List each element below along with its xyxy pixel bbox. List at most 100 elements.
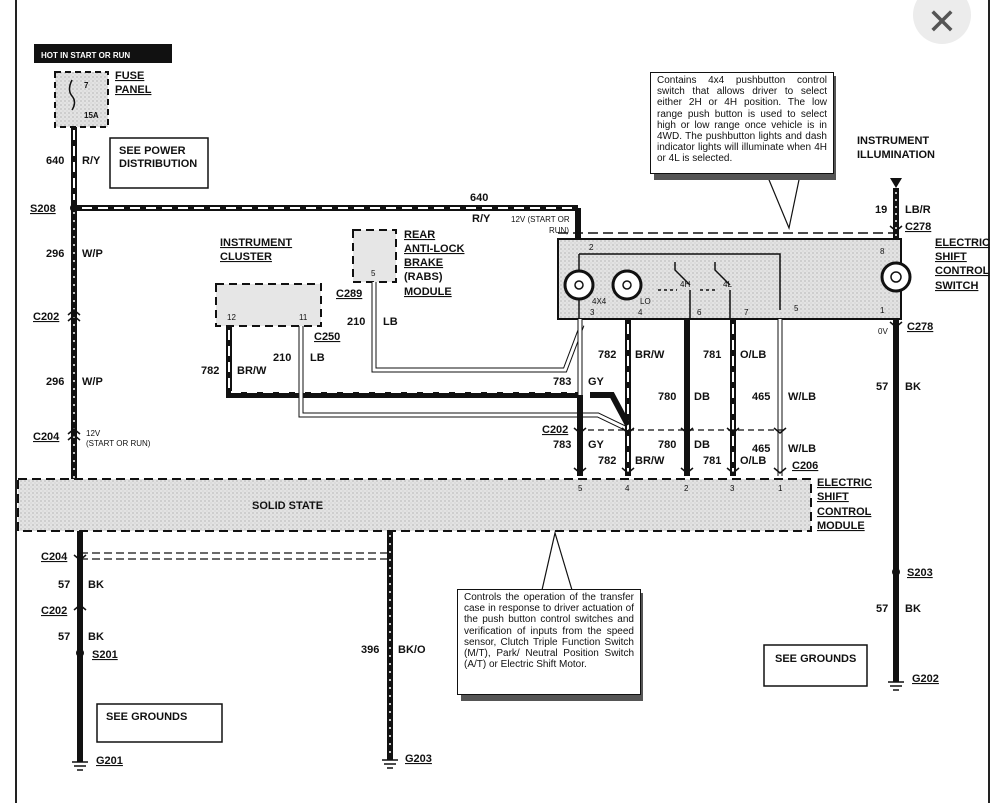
note-bottom-text: Controls the operation of the transfer c… bbox=[464, 592, 634, 671]
rabs-label-5: MODULE bbox=[404, 286, 452, 298]
solid-state-label: SOLID STATE bbox=[252, 500, 323, 512]
color-wp-a: W/P bbox=[82, 248, 103, 260]
lamp-lo-icon bbox=[611, 269, 643, 301]
rabs-pin-5: 5 bbox=[371, 269, 376, 278]
ground-g202-icon bbox=[888, 681, 904, 691]
circuit-782-left: 782 bbox=[201, 365, 219, 377]
run-label: RUN) bbox=[549, 226, 569, 235]
fuse-amperage: 15A bbox=[84, 111, 99, 120]
note-top-pointer bbox=[766, 174, 801, 231]
shift-module-label-4: MODULE bbox=[817, 520, 865, 532]
connector-c204-a-label: C204 bbox=[33, 431, 60, 443]
color-bk-b: BK bbox=[88, 631, 104, 643]
color-lbr: LB/R bbox=[905, 204, 931, 216]
module-pin-2: 2 bbox=[684, 484, 689, 493]
fuse-panel-box bbox=[54, 71, 109, 128]
see-grounds-right-label: SEE GROUNDS bbox=[775, 653, 856, 665]
switch-pin-5: 5 bbox=[794, 304, 799, 313]
see-power-label-1: SEE POWER bbox=[119, 145, 186, 157]
circuit-19: 19 bbox=[875, 204, 887, 216]
circuit-783-a: 783 bbox=[553, 376, 571, 388]
lamp-illumination-icon bbox=[880, 261, 912, 293]
color-ry: R/Y bbox=[82, 155, 101, 167]
rabs-label-2: ANTI-LOCK bbox=[404, 243, 465, 255]
circuit-465-b: 465 bbox=[752, 443, 770, 455]
instrument-cluster-label-2: CLUSTER bbox=[220, 251, 272, 263]
wire-210-rabs-inner bbox=[372, 282, 584, 372]
circuit-57-a: 57 bbox=[58, 579, 70, 591]
color-lb-b: LB bbox=[383, 316, 398, 328]
connector-c278-b-label: C278 bbox=[907, 321, 933, 333]
splice-s201 bbox=[76, 649, 84, 657]
color-gy-a: GY bbox=[588, 376, 605, 388]
label-lo: LO bbox=[640, 297, 651, 306]
connector-c278-b bbox=[889, 321, 903, 328]
shift-switch-label-2: SHIFT bbox=[935, 251, 967, 263]
circuit-640: 640 bbox=[46, 155, 64, 167]
circuit-782-b: 782 bbox=[598, 455, 616, 467]
color-brw-left: BR/W bbox=[237, 365, 267, 377]
ground-g201-label: G201 bbox=[96, 755, 123, 767]
color-wp-b: W/P bbox=[82, 376, 103, 388]
switch-4h-icon bbox=[674, 262, 691, 318]
module-pin-3: 3 bbox=[730, 484, 735, 493]
connector-c202-a-label: C202 bbox=[33, 311, 59, 323]
rabs-label-4: (RABS) bbox=[404, 271, 443, 283]
connector-c204-b-label: C204 bbox=[41, 551, 68, 563]
see-grounds-left-label: SEE GROUNDS bbox=[106, 711, 187, 723]
lamp-4x4-icon bbox=[563, 269, 595, 301]
voltage-0v: 0V bbox=[878, 327, 888, 336]
note-top-box: Contains 4x4 pushbutton control switch t… bbox=[650, 72, 834, 174]
switch-internal-bus bbox=[579, 253, 781, 310]
shift-switch-label-4: SWITCH bbox=[935, 280, 978, 292]
color-wlb-b: W/LB bbox=[788, 443, 816, 455]
circuit-465-a: 465 bbox=[752, 391, 770, 403]
module-pin-1: 1 bbox=[778, 484, 783, 493]
color-olb-a: O/LB bbox=[740, 349, 766, 361]
switch-pin-1: 1 bbox=[880, 306, 885, 315]
circuit-780-a: 780 bbox=[658, 391, 676, 403]
switch-4l-icon bbox=[714, 262, 731, 318]
circuit-782-a: 782 bbox=[598, 349, 616, 361]
connector-c202-b-label: C202 bbox=[542, 424, 568, 436]
circuit-396: 396 bbox=[361, 644, 379, 656]
splice-s201-label: S201 bbox=[92, 649, 118, 661]
instrument-illumination-label-1: INSTRUMENT bbox=[857, 135, 929, 147]
color-db-a: DB bbox=[694, 391, 710, 403]
circuit-296-b: 296 bbox=[46, 376, 64, 388]
circuit-210-b: 210 bbox=[347, 316, 365, 328]
ground-g203-icon bbox=[382, 759, 398, 769]
connector-c202-a bbox=[67, 309, 81, 322]
wire-782-cluster-dash bbox=[228, 330, 575, 393]
lamp-lo-filament bbox=[622, 280, 632, 290]
shift-switch-label-3: CONTROL bbox=[935, 265, 990, 277]
connector-c202-b bbox=[573, 427, 787, 434]
instrument-cluster-label-1: INSTRUMENT bbox=[220, 237, 292, 249]
cluster-pin-11: 11 bbox=[299, 313, 308, 322]
color-bk-a: BK bbox=[88, 579, 104, 591]
ground-g203-label: G203 bbox=[405, 753, 432, 765]
switch-pin-8: 8 bbox=[880, 247, 885, 256]
illumination-arrow-icon bbox=[890, 178, 902, 188]
fuse-panel-label-1: FUSE bbox=[115, 70, 144, 82]
instrument-cluster-box bbox=[215, 283, 322, 327]
switch-pin-2: 2 bbox=[589, 243, 594, 252]
label-4l: 4L bbox=[723, 280, 732, 289]
hot-in-start-label: HOT IN START OR RUN bbox=[41, 51, 130, 60]
rabs-label-3: BRAKE bbox=[404, 257, 443, 269]
color-gy-b: GY bbox=[588, 439, 605, 451]
rabs-module-box bbox=[352, 229, 397, 283]
v12-start-run-label: 12V (START OR bbox=[511, 215, 570, 224]
shift-switch-label-1: ELECTRIC bbox=[935, 237, 990, 249]
circuit-57-b: 57 bbox=[58, 631, 70, 643]
connector-c206-label: C206 bbox=[792, 460, 818, 472]
color-brw-b: BR/W bbox=[635, 455, 665, 467]
wire-640-label: 640 bbox=[470, 192, 488, 204]
note-bottom-pointer bbox=[541, 530, 573, 591]
see-power-distribution-box bbox=[109, 137, 209, 189]
fuse-number: 7 bbox=[84, 81, 89, 90]
ground-g202-label: G202 bbox=[912, 673, 939, 685]
connector-c278-a bbox=[889, 225, 903, 232]
lamp-illumination-filament bbox=[890, 271, 902, 283]
splice-s208-label: S208 bbox=[30, 203, 56, 215]
